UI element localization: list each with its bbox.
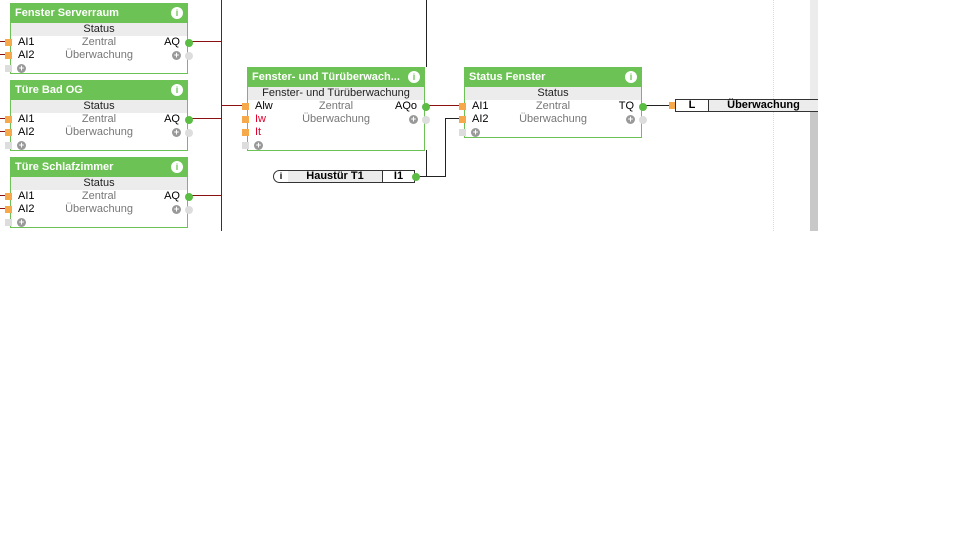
add-output-icon[interactable]: +	[172, 127, 181, 137]
add-output-icon[interactable]: +	[172, 204, 181, 214]
block-fenster-tuerueberwachung[interactable]: Fenster- und Türüberwach... i Fenster- un…	[242, 67, 430, 151]
row-desc: Zentral	[81, 190, 117, 202]
connector-port: L	[676, 100, 709, 111]
block-tuere-bad-og[interactable]: Türe Bad OG i Status Zentral AI1 AQ Überwac…	[5, 80, 193, 151]
input-port[interactable]	[459, 103, 466, 110]
block-subtitle: Status	[465, 87, 641, 100]
row-desc: Überwachung	[65, 49, 133, 61]
input-label: AI2	[18, 49, 35, 61]
output-port-empty[interactable]	[639, 116, 647, 124]
info-icon[interactable]: i	[171, 7, 183, 19]
input-port[interactable]	[5, 116, 12, 123]
input-label: Alw	[255, 100, 273, 112]
block-header[interactable]: Fenster- und Türüberwach... i	[248, 68, 424, 87]
input-port-empty[interactable]	[459, 129, 466, 136]
input-label: AI2	[18, 203, 35, 215]
input-port[interactable]	[242, 129, 249, 136]
output-port[interactable]	[185, 116, 193, 124]
output-port-empty[interactable]	[185, 52, 193, 60]
input-port[interactable]	[5, 39, 12, 46]
input-port-empty[interactable]	[5, 65, 12, 72]
block-title: Fenster Serverraum	[15, 7, 119, 19]
add-input-icon[interactable]: +	[254, 140, 263, 150]
input-port[interactable]	[5, 129, 12, 136]
output-label: AQ	[164, 190, 180, 202]
output-connector-ueberwachung[interactable]: L Überwachung	[675, 99, 818, 112]
input-port[interactable]	[669, 102, 676, 109]
output-port[interactable]	[412, 173, 420, 181]
add-input-icon[interactable]: +	[17, 217, 26, 227]
input-port[interactable]	[459, 116, 466, 123]
connector-name: Haustür T1	[288, 171, 383, 182]
input-label: AI2	[472, 113, 489, 125]
row-desc: Überwachung	[302, 113, 370, 125]
row-desc: Zentral	[81, 113, 117, 125]
block-header[interactable]: Türe Schlafzimmer i	[11, 158, 187, 177]
info-icon[interactable]: i	[408, 71, 420, 83]
add-output-icon[interactable]: +	[172, 50, 181, 60]
block-header[interactable]: Status Fenster i	[465, 68, 641, 87]
add-output-icon[interactable]: +	[409, 114, 418, 124]
output-port-empty[interactable]	[185, 206, 193, 214]
row-desc: Zentral	[535, 100, 571, 112]
input-port[interactable]	[5, 193, 12, 200]
output-port[interactable]	[639, 103, 647, 111]
output-port[interactable]	[185, 193, 193, 201]
block-header[interactable]: Türe Bad OG i	[11, 81, 187, 100]
input-port[interactable]	[242, 116, 249, 123]
block-header[interactable]: Fenster Serverraum i	[11, 4, 187, 23]
block-title: Status Fenster	[469, 71, 546, 83]
add-input-icon[interactable]: +	[17, 63, 26, 73]
info-icon[interactable]: i	[171, 84, 183, 96]
input-port-empty[interactable]	[5, 219, 12, 226]
input-label: AI1	[18, 36, 35, 48]
row-desc: Überwachung	[65, 203, 133, 215]
input-port-empty[interactable]	[242, 142, 249, 149]
info-icon[interactable]: i	[279, 171, 283, 181]
row-desc: Überwachung	[65, 126, 133, 138]
input-port[interactable]	[5, 206, 12, 213]
input-port-empty[interactable]	[5, 142, 12, 149]
info-icon[interactable]: i	[625, 71, 637, 83]
block-subtitle: Status	[11, 177, 187, 190]
input-label: AI2	[18, 126, 35, 138]
block-title: Türe Bad OG	[15, 84, 83, 96]
connector-name: Überwachung	[709, 100, 818, 111]
row-desc: Überwachung	[519, 113, 587, 125]
output-port-empty[interactable]	[422, 116, 430, 124]
block-title: Türe Schlafzimmer	[15, 161, 114, 173]
row-desc: Zentral	[81, 36, 117, 48]
input-label: AI1	[18, 113, 35, 125]
row-desc: Zentral	[318, 100, 354, 112]
input-port[interactable]	[5, 52, 12, 59]
output-port[interactable]	[185, 39, 193, 47]
block-subtitle: Fenster- und Türüberwachung	[248, 87, 424, 100]
add-input-icon[interactable]: +	[17, 140, 26, 150]
output-label: TQ	[618, 100, 634, 112]
input-label: It	[255, 126, 262, 138]
input-port[interactable]	[242, 103, 249, 110]
output-label: AQo	[394, 100, 417, 112]
input-label: Iw	[255, 113, 266, 125]
info-icon[interactable]: i	[171, 161, 183, 173]
block-subtitle: Status	[11, 23, 187, 36]
block-tuere-schlafzimmer[interactable]: Türe Schlafzimmer i Status Zentral AI1 AQ Ü…	[5, 157, 193, 228]
add-input-icon[interactable]: +	[471, 127, 480, 137]
output-port[interactable]	[422, 103, 430, 111]
connector-port: I1	[393, 170, 404, 182]
output-label: AQ	[164, 36, 180, 48]
block-status-fenster[interactable]: Status Fenster i Status Zentral AI1 TQ Über…	[459, 67, 647, 138]
input-label: AI1	[472, 100, 489, 112]
output-port-empty[interactable]	[185, 129, 193, 137]
input-label: AI1	[18, 190, 35, 202]
add-output-icon[interactable]: +	[626, 114, 635, 124]
block-title: Fenster- und Türüberwach...	[252, 71, 400, 83]
block-subtitle: Status	[11, 100, 187, 113]
input-connector-haustuer[interactable]: i Haustür T1 I1	[273, 170, 415, 183]
output-label: AQ	[164, 113, 180, 125]
